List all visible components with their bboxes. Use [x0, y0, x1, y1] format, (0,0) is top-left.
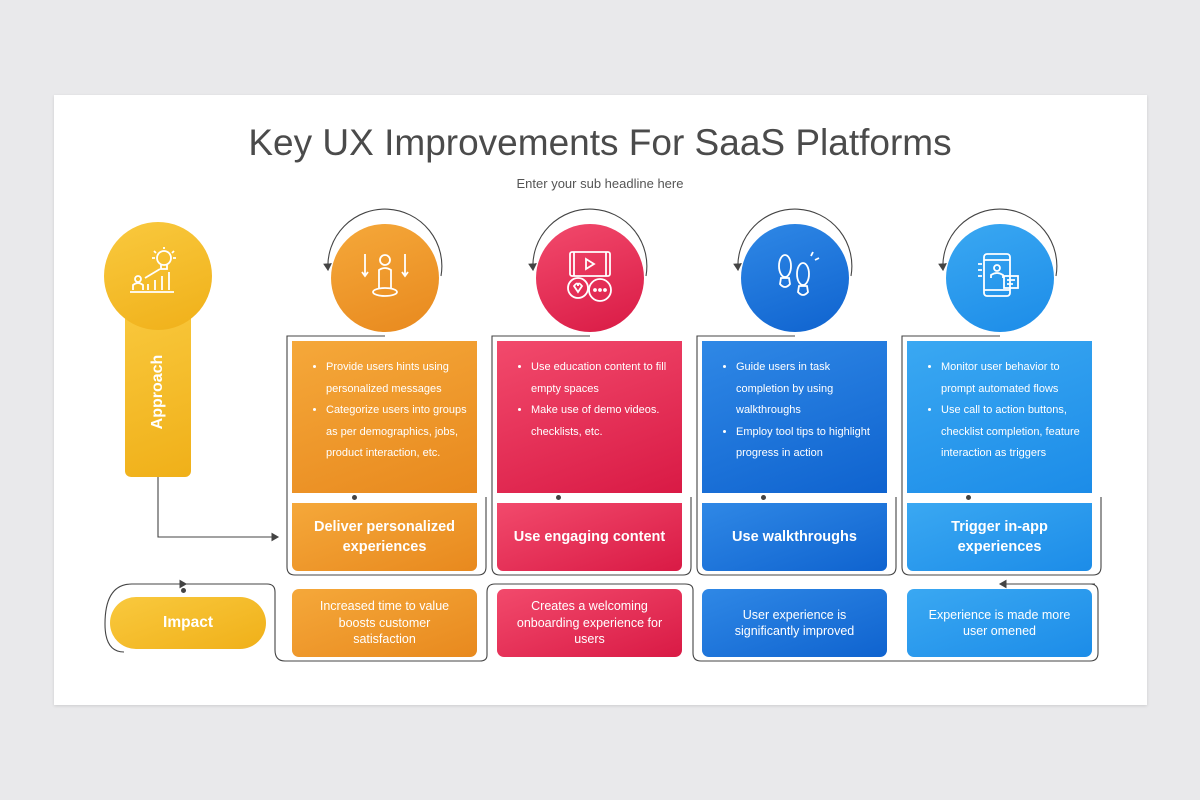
- person-targeting-icon: [361, 254, 409, 297]
- column-2-bullets: Use education content to fill empty spac…: [497, 341, 682, 493]
- column-3-impact: User experience is significantly improve…: [702, 589, 887, 657]
- bullet: Provide users hints using personalized m…: [326, 357, 469, 400]
- bullet: Make use of demo videos. checklists, etc…: [531, 400, 674, 443]
- impact-pill: Impact: [110, 597, 266, 649]
- approach-circle: [104, 222, 212, 330]
- idea-growth-icon: [130, 247, 176, 293]
- column-4-circle: [946, 224, 1054, 332]
- column-3-bullets: Guide users in task completion by using …: [702, 341, 887, 493]
- connector-dot: [556, 495, 561, 500]
- approach-label: Approach: [149, 354, 166, 430]
- connector-dot: [352, 495, 357, 500]
- column-4-label: Trigger in-app experiences: [907, 503, 1092, 571]
- column-2-label: Use engaging content: [497, 503, 682, 571]
- bullet: Guide users in task completion by using …: [736, 357, 879, 422]
- slide-subtitle: Enter your sub headline here: [516, 176, 684, 191]
- footsteps-icon: [778, 251, 820, 296]
- video-chat-icon: [567, 251, 612, 302]
- column-1-bullets: Provide users hints using personalized m…: [292, 341, 477, 493]
- column-4-impact: Experience is made more user omened: [907, 589, 1092, 657]
- connector-dot: [966, 495, 971, 500]
- impact-label: Impact: [163, 614, 213, 631]
- column-1-circle: [331, 224, 439, 332]
- column-3-circle: [741, 224, 849, 332]
- connector-dot: [181, 588, 186, 593]
- bullet: Use call to action buttons, checklist co…: [941, 400, 1084, 465]
- connector-dot: [761, 495, 766, 500]
- bullet: Use education content to fill empty spac…: [531, 357, 674, 400]
- bullet: Employ tool tips to highlight progress i…: [736, 422, 879, 465]
- column-2-circle: [536, 224, 644, 332]
- column-2-impact: Creates a welcoming onboarding experienc…: [497, 589, 682, 657]
- column-4-bullets: Monitor user behavior to prompt automate…: [907, 341, 1092, 493]
- column-1-label: Deliver personalized experiences: [292, 503, 477, 571]
- bullet: Monitor user behavior to prompt automate…: [941, 357, 1084, 400]
- column-3-label: Use walkthroughs: [702, 503, 887, 571]
- column-1-impact: Increased time to value boosts customer …: [292, 589, 477, 657]
- app-screen-icon: [978, 253, 1019, 297]
- bullet: Categorize users into groups as per demo…: [326, 400, 469, 465]
- slide-title: Key UX Improvements For SaaS Platforms: [248, 122, 952, 163]
